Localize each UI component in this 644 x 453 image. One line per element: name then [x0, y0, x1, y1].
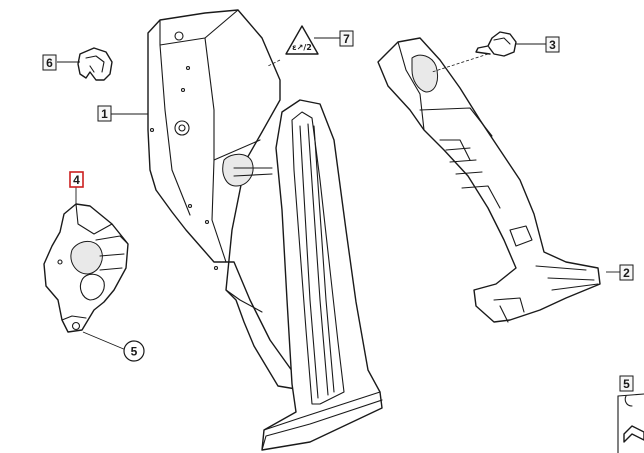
- callout-1: 1: [97, 105, 112, 122]
- callout-6-label: 6: [46, 56, 53, 70]
- pedal-base-part: [377, 37, 601, 323]
- warning-label-text: ε↗/2: [292, 43, 312, 52]
- callout-5-box: 5: [619, 375, 634, 392]
- callout-1-label: 1: [101, 107, 108, 121]
- sensor-module-part: [43, 203, 129, 333]
- callout-2: 2: [619, 264, 634, 281]
- callout-5-box-label: 5: [623, 377, 630, 391]
- clip-part: [77, 47, 113, 81]
- callout-3-label: 3: [549, 38, 556, 52]
- callout-6: 6: [42, 54, 57, 71]
- callout-4-label: 4: [73, 173, 80, 187]
- pedal-pad-part: [261, 99, 383, 451]
- partial-detail-view: [617, 393, 644, 453]
- pedal-housing-part: [147, 9, 303, 391]
- leader-lines: [57, 37, 620, 351]
- callout-7-label: 7: [343, 32, 350, 46]
- callout-5-circle-label: 5: [131, 345, 138, 359]
- callout-2-label: 2: [623, 266, 630, 280]
- callout-3: 3: [545, 36, 560, 53]
- callout-4: 4: [69, 171, 84, 188]
- screw-part: [475, 31, 517, 57]
- callout-7: 7: [339, 30, 354, 47]
- callout-5-circle: 5: [123, 340, 145, 362]
- warning-label-part: ε↗/2: [285, 25, 319, 55]
